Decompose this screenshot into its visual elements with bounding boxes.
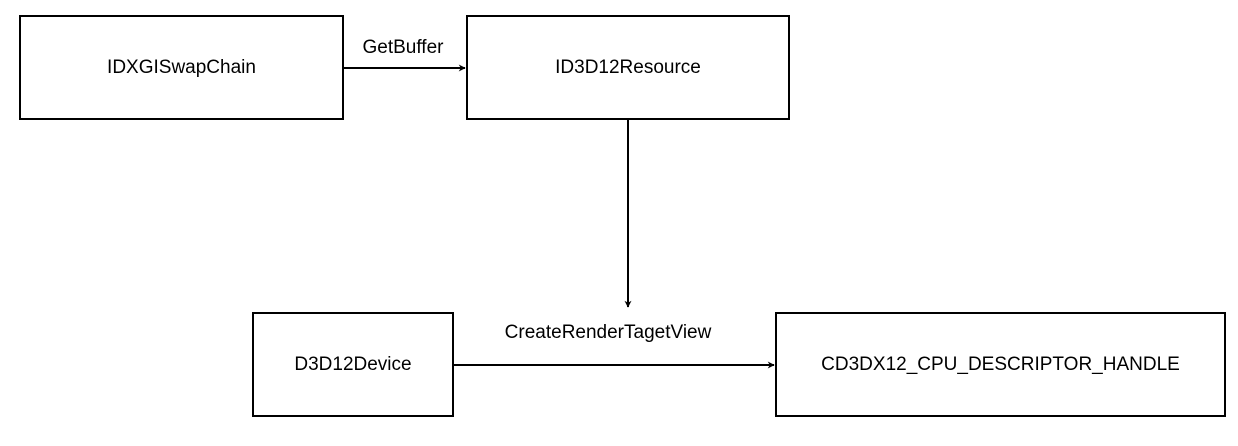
node-d3d12device: D3D12Device (252, 312, 454, 417)
node-d3d12device-label: D3D12Device (294, 353, 412, 375)
edge-label-createrendertargetview: CreateRenderTagetView (504, 322, 712, 343)
node-id3d12resource-label: ID3D12Resource (555, 56, 701, 78)
edge-label-getbuffer: GetBuffer (362, 37, 444, 58)
node-id3d12resource: ID3D12Resource (466, 15, 790, 120)
node-cd3dx12-cpu-descriptor-handle-label: CD3DX12_CPU_DESCRIPTOR_HANDLE (821, 353, 1180, 375)
node-idxgiswapchain-label: IDXGISwapChain (107, 56, 256, 78)
node-idxgiswapchain: IDXGISwapChain (19, 15, 344, 120)
node-cd3dx12-cpu-descriptor-handle: CD3DX12_CPU_DESCRIPTOR_HANDLE (775, 312, 1226, 417)
